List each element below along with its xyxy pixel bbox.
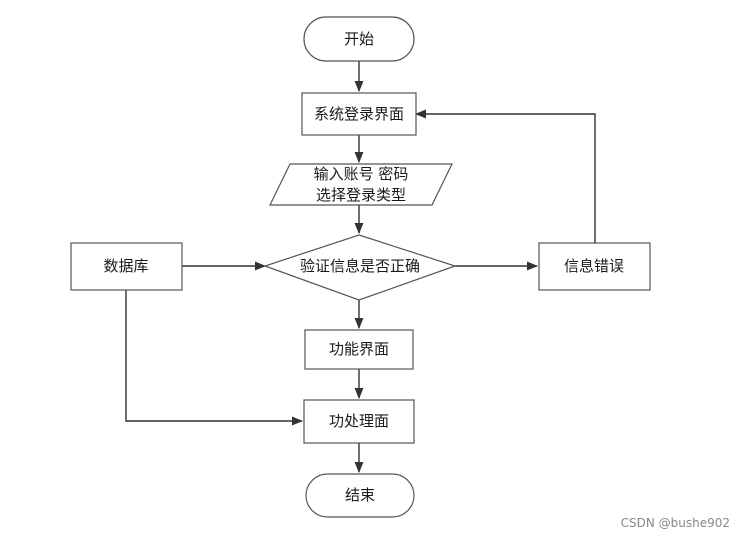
node-login-screen-label: 系统登录界面 bbox=[314, 105, 404, 123]
node-database-label: 数据库 bbox=[103, 257, 148, 275]
watermark: CSDN @bushe902 bbox=[621, 516, 730, 530]
node-verify: 验证信息是否正确 bbox=[263, 234, 457, 301]
node-login-screen: 系统登录界面 bbox=[301, 92, 417, 136]
node-database: 数据库 bbox=[70, 242, 183, 291]
node-info-error: 信息错误 bbox=[538, 242, 651, 291]
node-input-line2: 选择登录类型 bbox=[316, 186, 406, 204]
node-end: 结束 bbox=[305, 473, 415, 518]
node-function-screen-label: 功能界面 bbox=[329, 340, 389, 358]
node-process-screen: 功处理面 bbox=[303, 399, 415, 444]
node-info-error-label: 信息错误 bbox=[564, 257, 624, 275]
node-verify-label: 验证信息是否正确 bbox=[300, 257, 420, 275]
node-start: 开始 bbox=[303, 16, 415, 62]
node-input-line1: 输入账号 密码 bbox=[314, 165, 409, 183]
node-start-label: 开始 bbox=[344, 30, 374, 48]
edge-error-to-login bbox=[414, 109, 596, 243]
node-function-screen: 功能界面 bbox=[304, 329, 414, 370]
node-process-screen-label: 功处理面 bbox=[329, 412, 389, 430]
node-input: 输入账号 密码 选择登录类型 bbox=[269, 163, 453, 206]
edge-database-to-process bbox=[125, 290, 304, 426]
node-end-label: 结束 bbox=[345, 486, 375, 504]
